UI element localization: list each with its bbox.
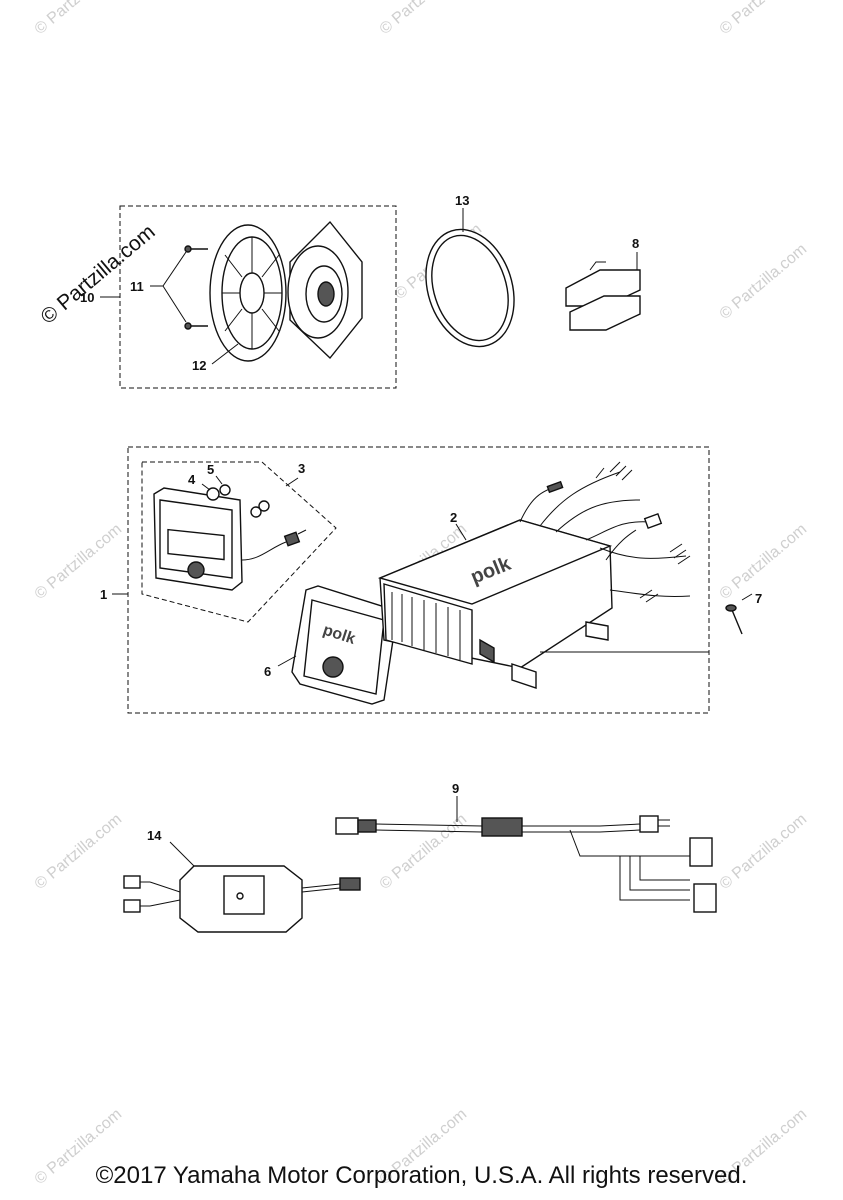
callout-4: 4 — [188, 472, 196, 487]
speaker-screws — [184, 245, 208, 330]
watermark: © Partzilla.com — [377, 0, 471, 38]
callout-2: 2 — [450, 510, 457, 525]
speaker-gasket: 13 — [425, 193, 515, 348]
remote-bezel: polk — [291, 585, 397, 705]
watermark: © Partzilla.com — [717, 241, 811, 323]
watermark: © Partzilla.com — [32, 521, 126, 603]
watermark: © Partzilla.com — [32, 0, 126, 38]
head-unit — [153, 487, 307, 591]
callout-3: 3 — [298, 461, 305, 476]
stereo-kit: polk polk — [100, 446, 762, 714]
stereo-kit-box — [127, 446, 710, 714]
speaker-group: 10 11 12 — [80, 205, 397, 389]
callout-5: 5 — [207, 462, 214, 477]
mounting-clip: 8 — [565, 236, 641, 331]
watermark: © Partzilla.com — [717, 0, 811, 38]
callout-7: 7 — [755, 591, 762, 606]
speaker-basket — [287, 220, 363, 360]
wire-harness: 9 — [335, 781, 717, 913]
callout-8: 8 — [632, 236, 639, 251]
callout-9: 9 — [452, 781, 459, 796]
watermark: © Partzilla.com — [717, 521, 811, 603]
callout-14: 14 — [147, 828, 162, 843]
callout-11: 11 — [130, 279, 144, 294]
watermark-main: © Partzilla.com — [36, 220, 159, 329]
speaker-grille — [209, 224, 287, 362]
callout-6: 6 — [264, 664, 271, 679]
head-unit-subkit-box — [141, 461, 337, 623]
nut-washer — [206, 484, 270, 518]
amplifier: polk — [377, 461, 691, 689]
callout-13: 13 — [455, 193, 469, 208]
callout-1: 1 — [100, 587, 107, 602]
watermark: © Partzilla.com — [717, 811, 811, 893]
mounting-screw — [725, 593, 753, 635]
watermark: © Partzilla.com — [32, 811, 126, 893]
watermark: © Partzilla.com — [377, 811, 471, 893]
control-module: 14 — [123, 828, 361, 933]
callout-10: 10 — [80, 290, 94, 305]
callout-12: 12 — [192, 358, 206, 373]
copyright-notice: ©2017 Yamaha Motor Corporation, U.S.A. A… — [95, 1162, 748, 1189]
